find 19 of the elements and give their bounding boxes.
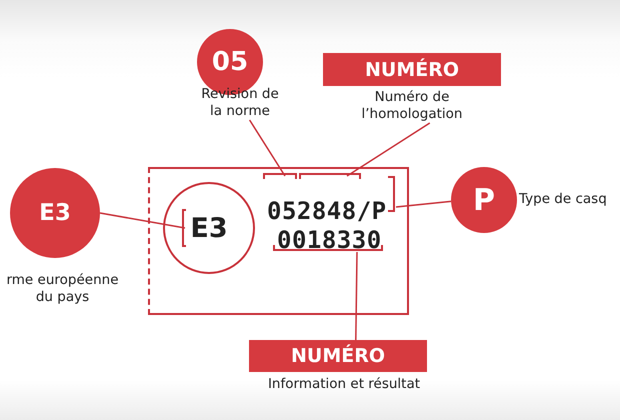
code-text: 0018330 — [277, 226, 382, 254]
title-banner: NUMÉRO — [249, 340, 427, 372]
country-circle — [163, 182, 255, 274]
leader-line — [100, 212, 186, 229]
code-text: 052848/P — [267, 176, 387, 225]
caption-text: rme européenne du pays — [5, 272, 120, 306]
leader-line — [248, 120, 286, 176]
caption-text: Information et résultat — [266, 376, 422, 393]
title-banner: NUMÉRO — [323, 53, 501, 86]
leader-line — [396, 200, 452, 208]
caption-text: Revision de la norme — [200, 86, 280, 120]
country-code: E3 — [190, 212, 228, 244]
number-disc: P — [451, 167, 517, 233]
leader-line — [355, 252, 358, 340]
label-frame — [148, 167, 409, 315]
caption-text: Type de casq — [519, 191, 608, 208]
caption-text: Numéro de l’homologation — [360, 89, 464, 123]
number-disc: E3 — [10, 168, 100, 258]
leader-line — [346, 122, 430, 177]
